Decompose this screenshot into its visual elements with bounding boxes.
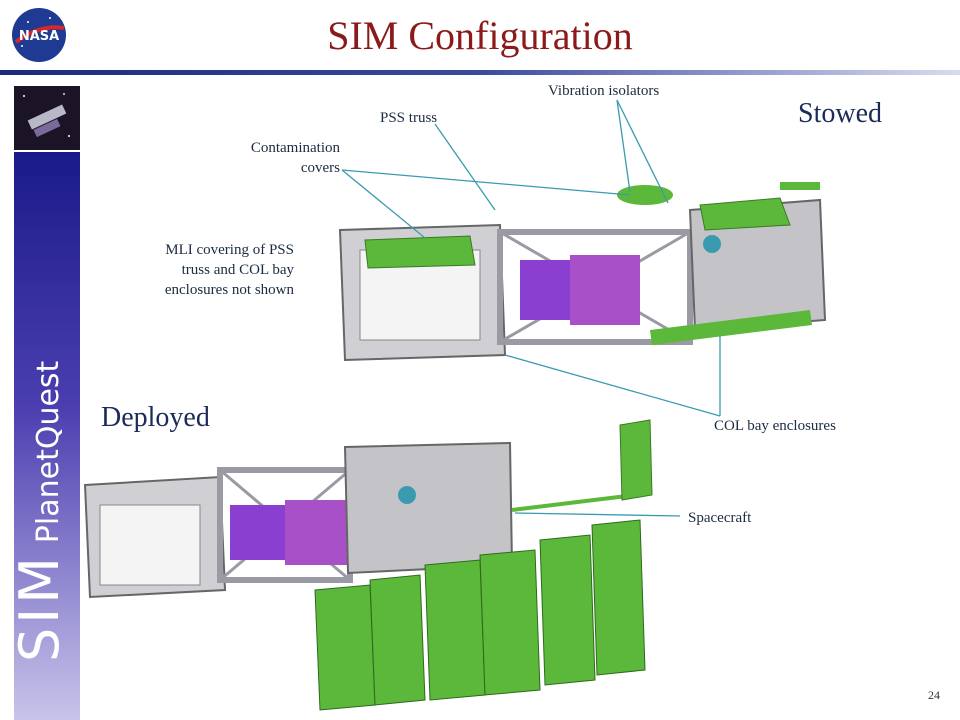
stowed-illustration <box>338 182 827 362</box>
deployed-heading: Deployed <box>101 402 210 433</box>
mli-note-line3: enclosures not shown <box>164 282 294 298</box>
stowed-heading: Stowed <box>798 98 882 129</box>
col-bay-enclosures-label: COL bay enclosures <box>714 418 836 434</box>
page-number: 24 <box>928 688 940 702</box>
vibration-isolators-label: Vibration isolators <box>548 83 660 99</box>
spacecraft-label: Spacecraft <box>688 510 752 526</box>
contamination-covers-line1: Contamination <box>250 140 340 156</box>
nasa-logo: NASA <box>12 8 66 62</box>
spacecraft-thumbnail <box>14 86 80 150</box>
sidebar-band <box>14 152 80 720</box>
deployed-illustration <box>83 419 653 711</box>
page-title: SIM Configuration <box>327 13 633 58</box>
pss-truss-label: PSS truss <box>380 110 438 126</box>
mli-note-label: MLI covering of PSS truss and COL bay en… <box>110 240 294 300</box>
mli-note-line1: MLI covering of PSS <box>165 242 294 258</box>
mli-note-line2: truss and COL bay <box>181 262 294 278</box>
nasa-logo-text: NASA <box>19 29 59 44</box>
title-rule <box>0 70 960 75</box>
contamination-covers-line2: covers <box>300 160 340 176</box>
contamination-covers-label: Contamination covers <box>200 138 340 178</box>
